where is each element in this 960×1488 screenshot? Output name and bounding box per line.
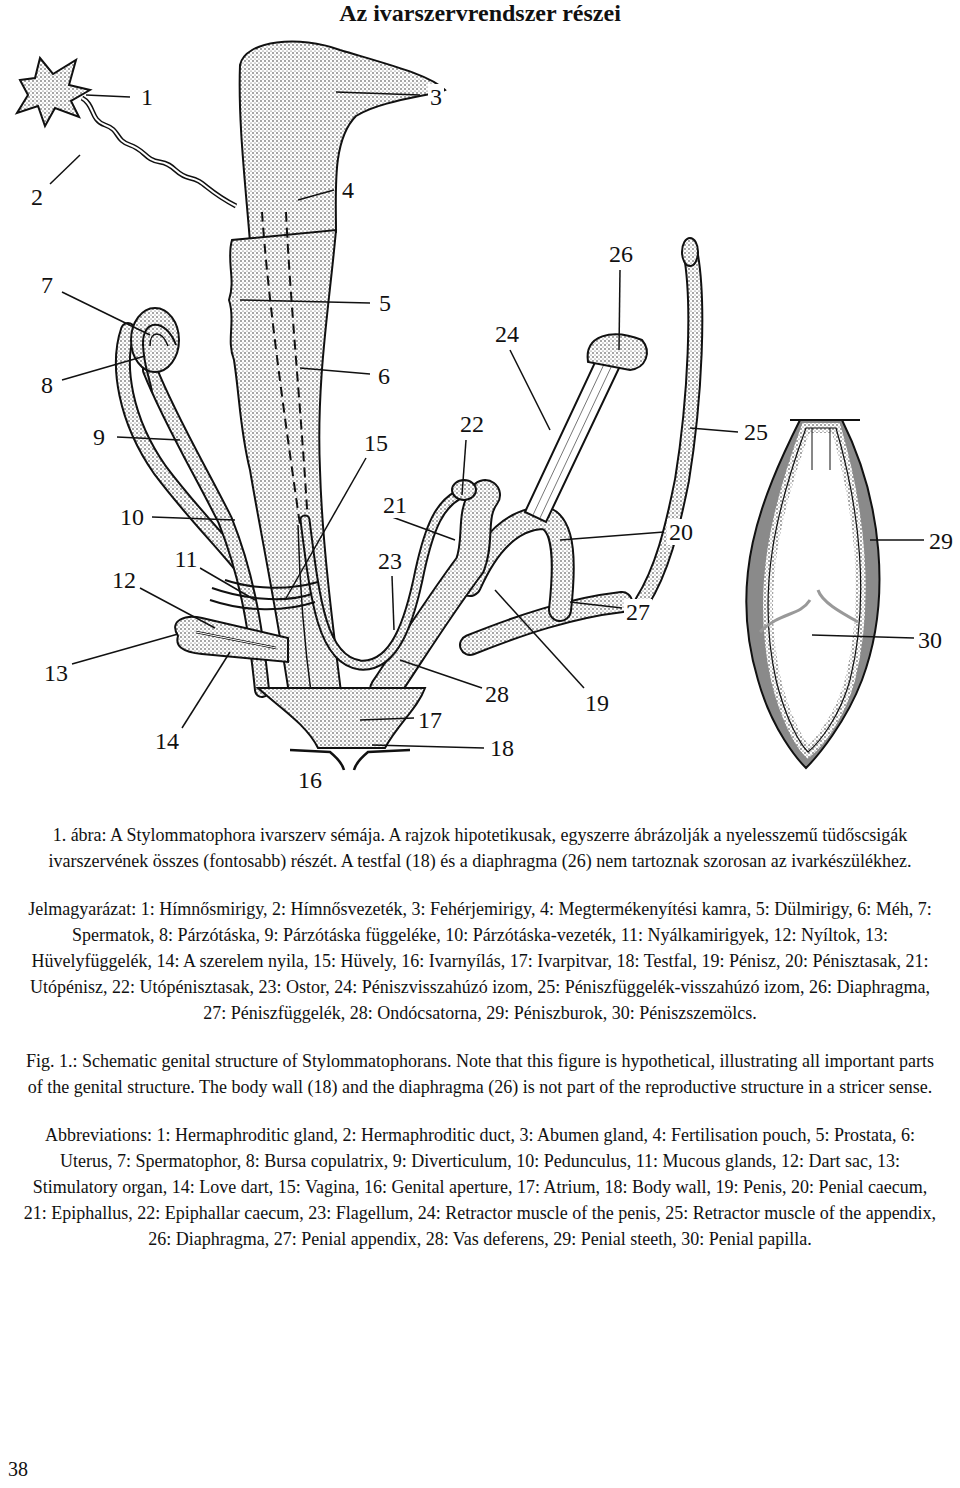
callout-number: 16 <box>296 767 324 793</box>
callout-number: 10 <box>118 504 146 530</box>
callout-number: 26 <box>607 241 635 267</box>
callout-number: 25 <box>742 419 770 445</box>
callout-number: 15 <box>362 430 390 456</box>
callout-number: 20 <box>667 519 695 545</box>
callout-number: 6 <box>376 363 392 389</box>
legend-text: Abbreviations: 1: Hermaphroditic gland, … <box>20 1122 940 1252</box>
page-number: 38 <box>8 1458 28 1481</box>
callout-number: 7 <box>39 272 55 298</box>
callout-number: 29 <box>927 528 955 554</box>
callout-number: 17 <box>416 707 444 733</box>
callout-number: 1 <box>139 84 155 110</box>
callout-number: 9 <box>91 424 107 450</box>
callout-number: 23 <box>376 548 404 574</box>
callout-number: 21 <box>381 492 409 518</box>
figure-caption: 1. ábra: A Stylommatophora ivarszerv sém… <box>20 822 940 874</box>
callout-number: 11 <box>172 546 199 572</box>
callout-number: 5 <box>377 290 393 316</box>
callout-number: 22 <box>458 411 486 437</box>
callout-number: 30 <box>916 627 944 653</box>
callout-number: 18 <box>488 735 516 761</box>
callout-number: 2 <box>29 184 45 210</box>
callout-number: 24 <box>493 321 521 347</box>
callout-number: 27 <box>624 599 652 625</box>
callout-number: 14 <box>153 728 181 754</box>
callout-number: 19 <box>583 690 611 716</box>
callout-number: 12 <box>110 567 138 593</box>
legend-text: Jelmagyarázat: 1: Hímnősmirigy, 2: Hímnő… <box>20 896 940 1026</box>
genital-illustration <box>0 0 960 820</box>
legend-text: Fig. 1.: Schematic genital structure of … <box>20 1048 940 1100</box>
callout-number: 3 <box>428 84 444 110</box>
callout-number: 4 <box>340 177 356 203</box>
page-title: Az ivarszervrendszer részei <box>0 0 960 27</box>
callout-number: 28 <box>483 681 511 707</box>
callout-number: 8 <box>39 372 55 398</box>
callout-number: 13 <box>42 660 70 686</box>
